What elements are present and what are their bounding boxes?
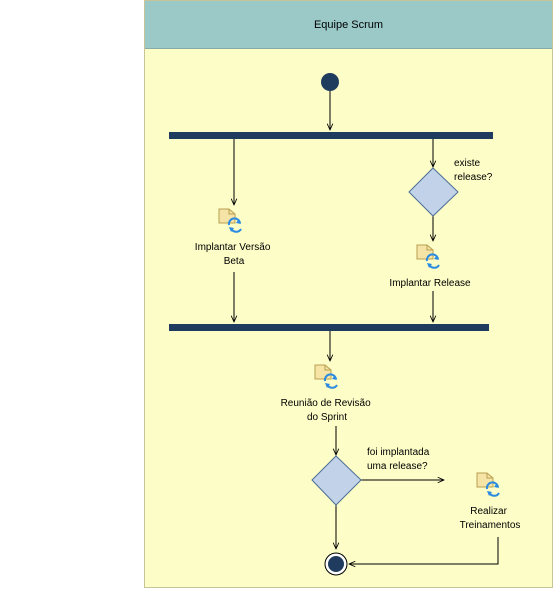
guard-foi-implantada: foi implantada uma release? <box>367 447 432 472</box>
swimlane-title: Equipe Scrum <box>313 18 384 31</box>
activity-reuniao-label: Reunião de Revisão do Sprint <box>281 398 374 423</box>
final-node[interactable] <box>324 552 348 576</box>
flow-treinamentos-to-end <box>349 537 499 564</box>
initial-node[interactable] <box>321 73 339 91</box>
activity-implantar-beta-label: Implantar Versão Beta <box>195 242 273 267</box>
activity-implantar-release-icon[interactable] <box>416 244 440 269</box>
guard-existe-release: existe release? <box>454 158 493 183</box>
activity-reuniao-icon[interactable] <box>314 364 338 389</box>
activity-treinamentos-icon[interactable] <box>476 472 500 497</box>
activity-implantar-release-label: Implantar Release <box>389 278 471 289</box>
swimlane-header: Equipe Scrum <box>145 1 552 49</box>
decision-foi-implantada[interactable] <box>311 455 362 506</box>
activity-implantar-beta-icon[interactable] <box>218 208 242 233</box>
fork-bar[interactable] <box>169 132 493 139</box>
join-bar[interactable] <box>169 324 489 331</box>
decision-existe-release[interactable] <box>408 167 459 217</box>
activity-treinamentos-label: Realizar Treinamentos <box>460 506 521 531</box>
control-flows <box>234 91 499 564</box>
